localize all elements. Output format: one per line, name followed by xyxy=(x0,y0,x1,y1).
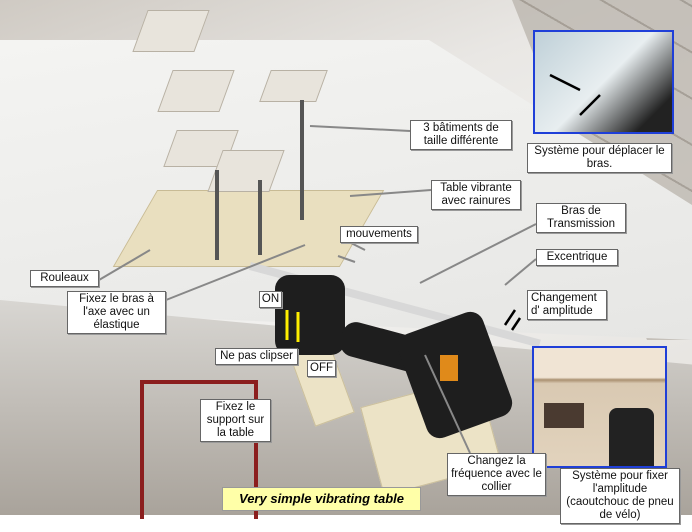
label-no-clip: Ne pas clipser xyxy=(215,348,298,365)
building-pole xyxy=(215,170,219,260)
red-stool xyxy=(140,380,258,519)
label-movements: mouvements xyxy=(340,226,418,243)
arrow-arm xyxy=(419,223,537,284)
building-pole xyxy=(258,180,262,255)
label-rollers: Rouleaux xyxy=(30,270,99,287)
label-arm: Bras de Transmission xyxy=(536,203,626,233)
inset-amplitude-photo xyxy=(532,346,667,468)
building-pole xyxy=(300,100,304,220)
arrow-table xyxy=(349,189,432,197)
arrow-buildings xyxy=(309,125,411,132)
figure-title: Very simple vibrating table xyxy=(222,487,421,511)
label-frequency: Changez la fréquence avec le collier xyxy=(447,453,546,496)
arrow-fix-arm xyxy=(165,244,306,301)
label-buildings: 3 bâtiments de taille différente xyxy=(410,120,512,150)
arrow-rollers xyxy=(98,249,151,281)
arrow-frequency xyxy=(424,354,471,454)
switch-arrows xyxy=(285,310,300,342)
arrow-eccentric xyxy=(504,258,537,286)
label-inset-top: Système pour déplacer le bras. xyxy=(527,143,672,173)
label-eccentric: Excentrique xyxy=(536,249,618,266)
label-table: Table vibrante avec rainures xyxy=(431,180,521,210)
rubber-piece xyxy=(544,403,584,428)
label-off: OFF xyxy=(307,360,336,377)
drill-chuck xyxy=(609,408,654,466)
inset-arm-photo xyxy=(533,30,674,134)
arrow-movement-2 xyxy=(337,255,356,263)
label-fix-support: Fixez le support sur la table xyxy=(200,399,271,442)
label-inset-bottom: Système pour fixer l'amplitude (caoutcho… xyxy=(560,468,680,524)
label-fix-arm: Fixez le bras à l'axe avec un élastique xyxy=(67,291,166,334)
label-on: ON xyxy=(259,291,282,308)
label-amplitude-change: Changement d' amplitude xyxy=(527,290,607,320)
drill-label xyxy=(440,355,458,381)
